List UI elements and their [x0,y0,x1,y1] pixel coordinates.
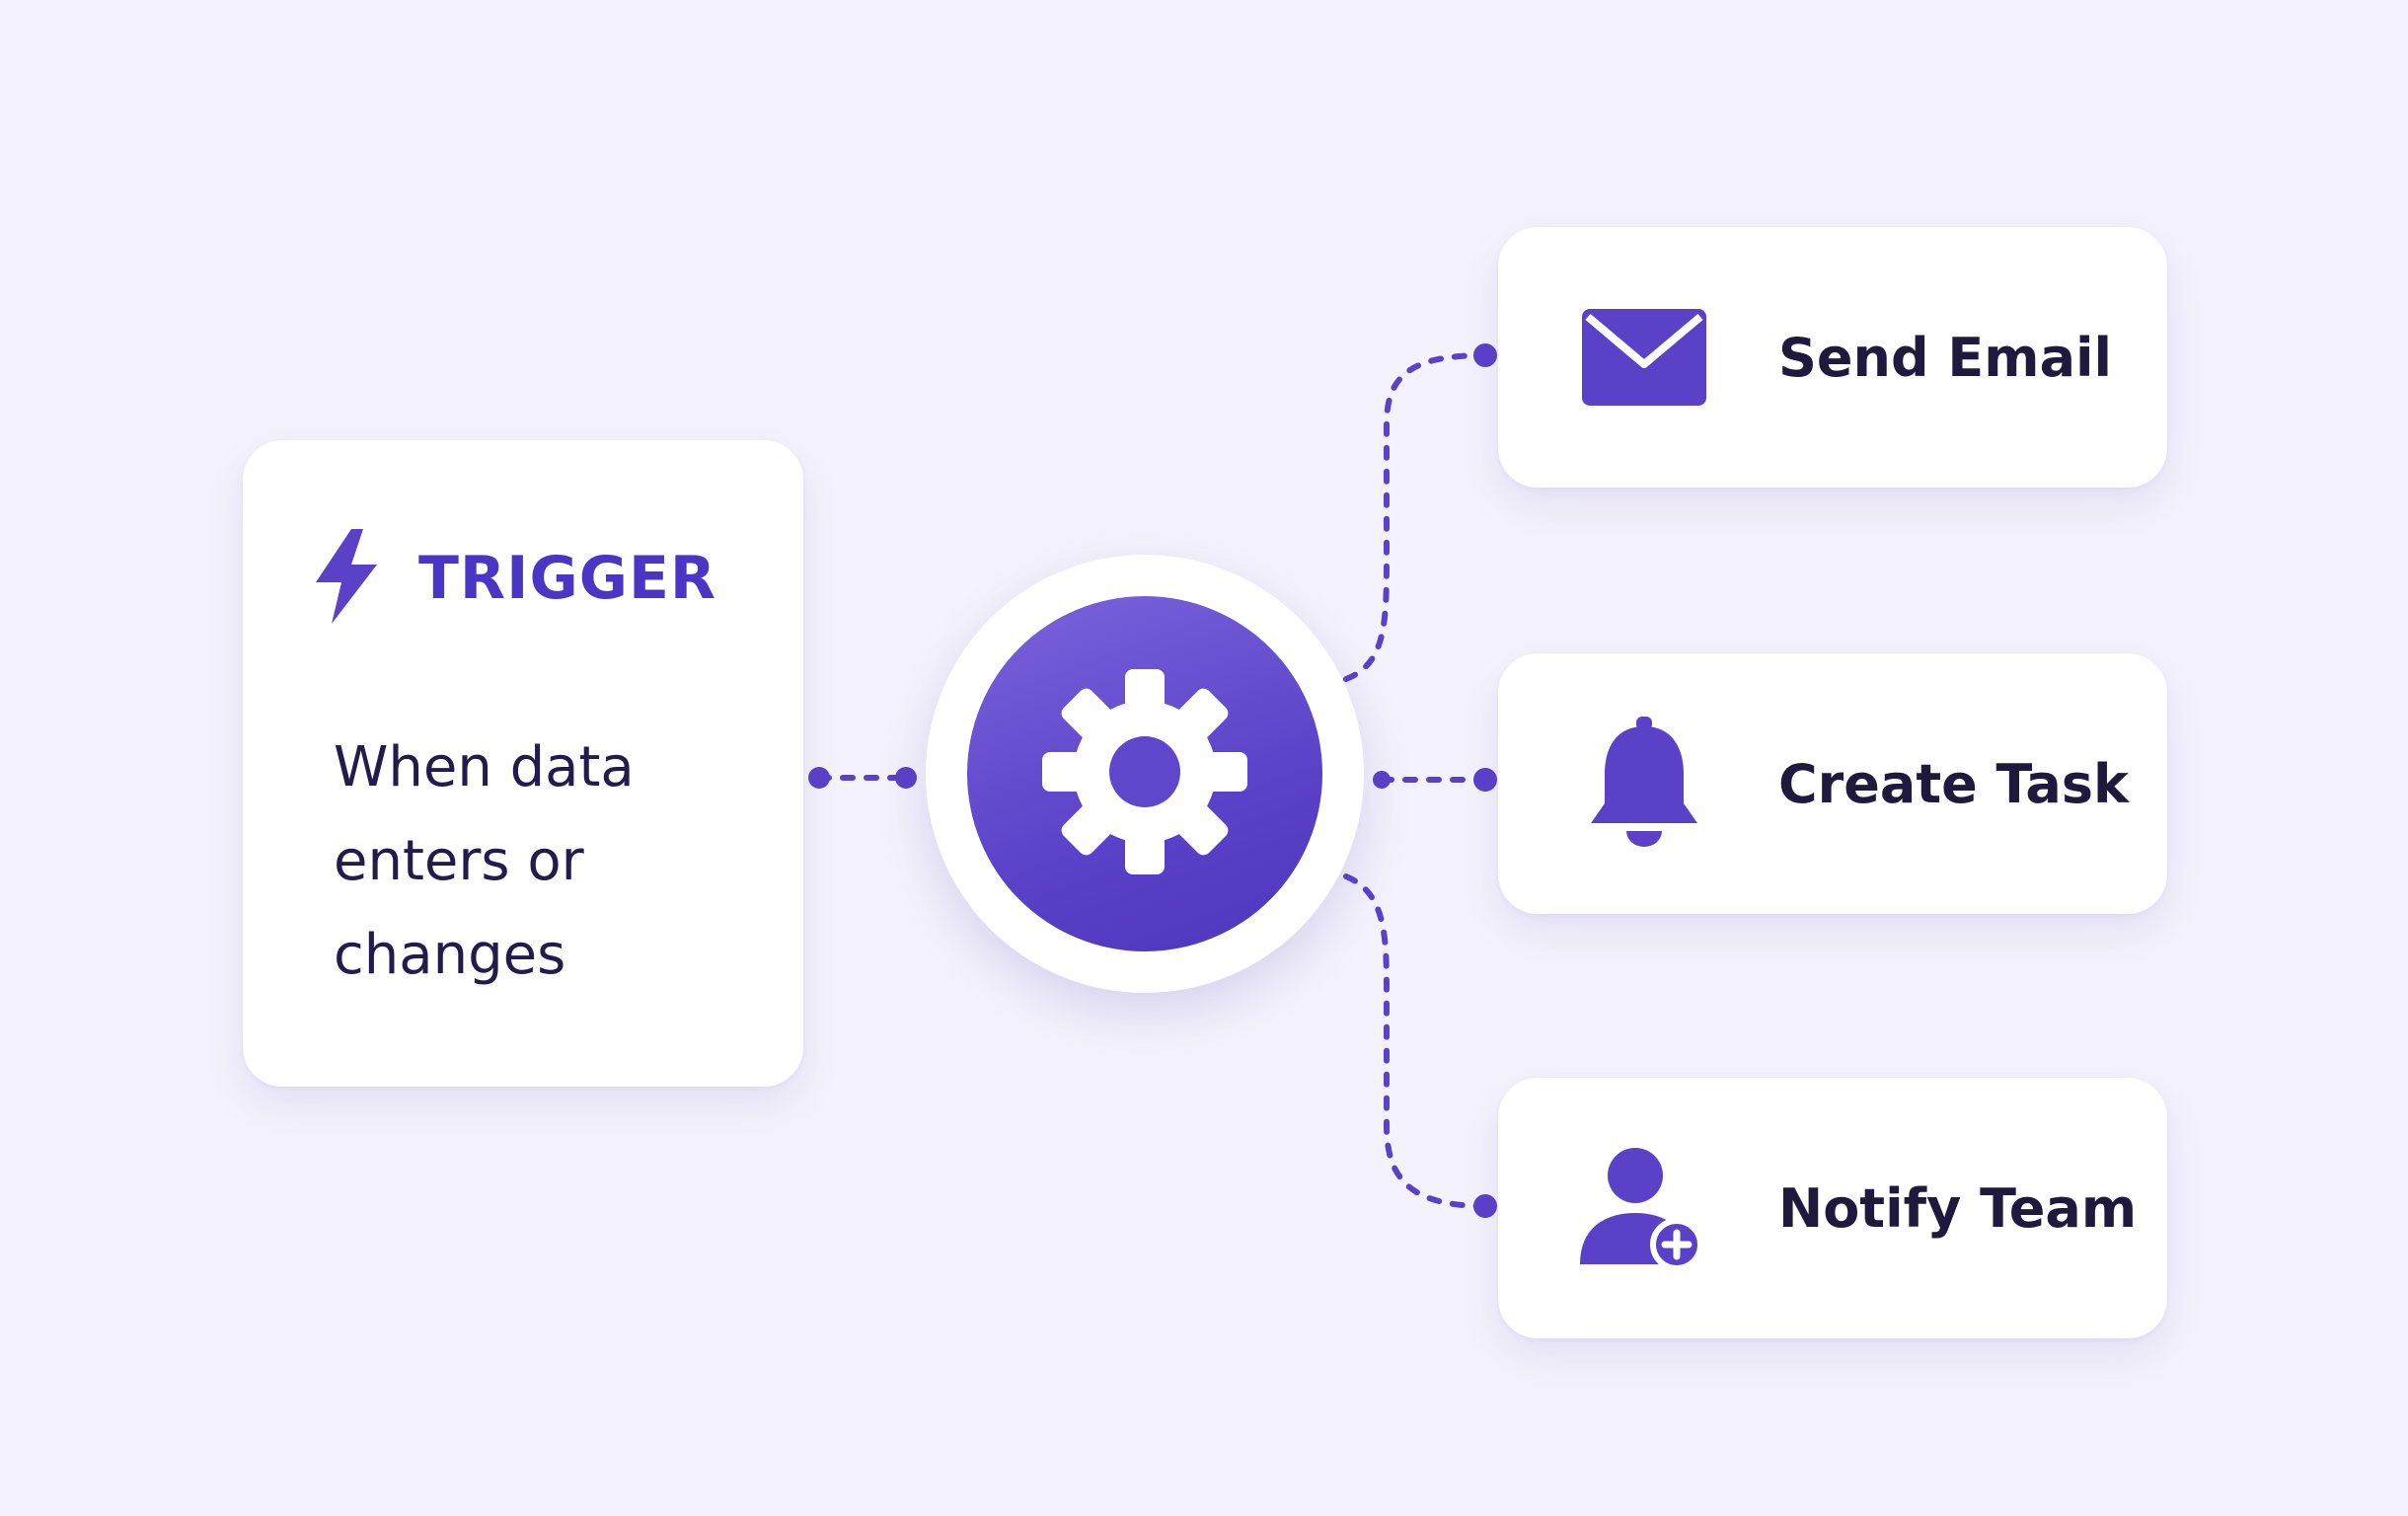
connector-dot-hub-left [895,767,917,789]
envelope-icon [1577,290,1711,424]
trigger-description-line: changes [334,923,566,987]
connector-dot-trigger [808,767,830,789]
lightning-bolt-icon [312,529,381,628]
hub-core [967,596,1322,951]
trigger-description: When data enters or changes [334,720,768,1002]
connector-dot-task [1473,768,1497,792]
bell-icon [1577,717,1711,851]
action-label: Create Task [1778,752,2129,815]
action-card-notify-team[interactable]: Notify Team [1498,1078,2167,1338]
action-card-send-email[interactable]: Send Email [1498,227,2167,488]
trigger-card[interactable]: TRIGGER When data enters or changes [243,440,803,1087]
trigger-header: TRIGGER [312,529,716,628]
connector-dot-hub-right [1373,771,1391,789]
connector-dot-email [1473,343,1497,367]
gear-icon [1041,668,1248,879]
connector-dot-team [1473,1194,1497,1218]
action-label: Notify Team [1778,1176,2138,1240]
automation-hub[interactable] [926,555,1364,993]
trigger-description-line: When data [334,735,635,799]
connector-hub-team [1343,873,1488,1209]
action-card-create-task[interactable]: Create Task [1498,653,2167,914]
trigger-title: TRIGGER [418,544,717,613]
connector-hub-email [1343,352,1488,682]
trigger-description-line: enters or [334,829,584,893]
action-label: Send Email [1778,326,2113,389]
user-add-icon [1577,1141,1711,1275]
